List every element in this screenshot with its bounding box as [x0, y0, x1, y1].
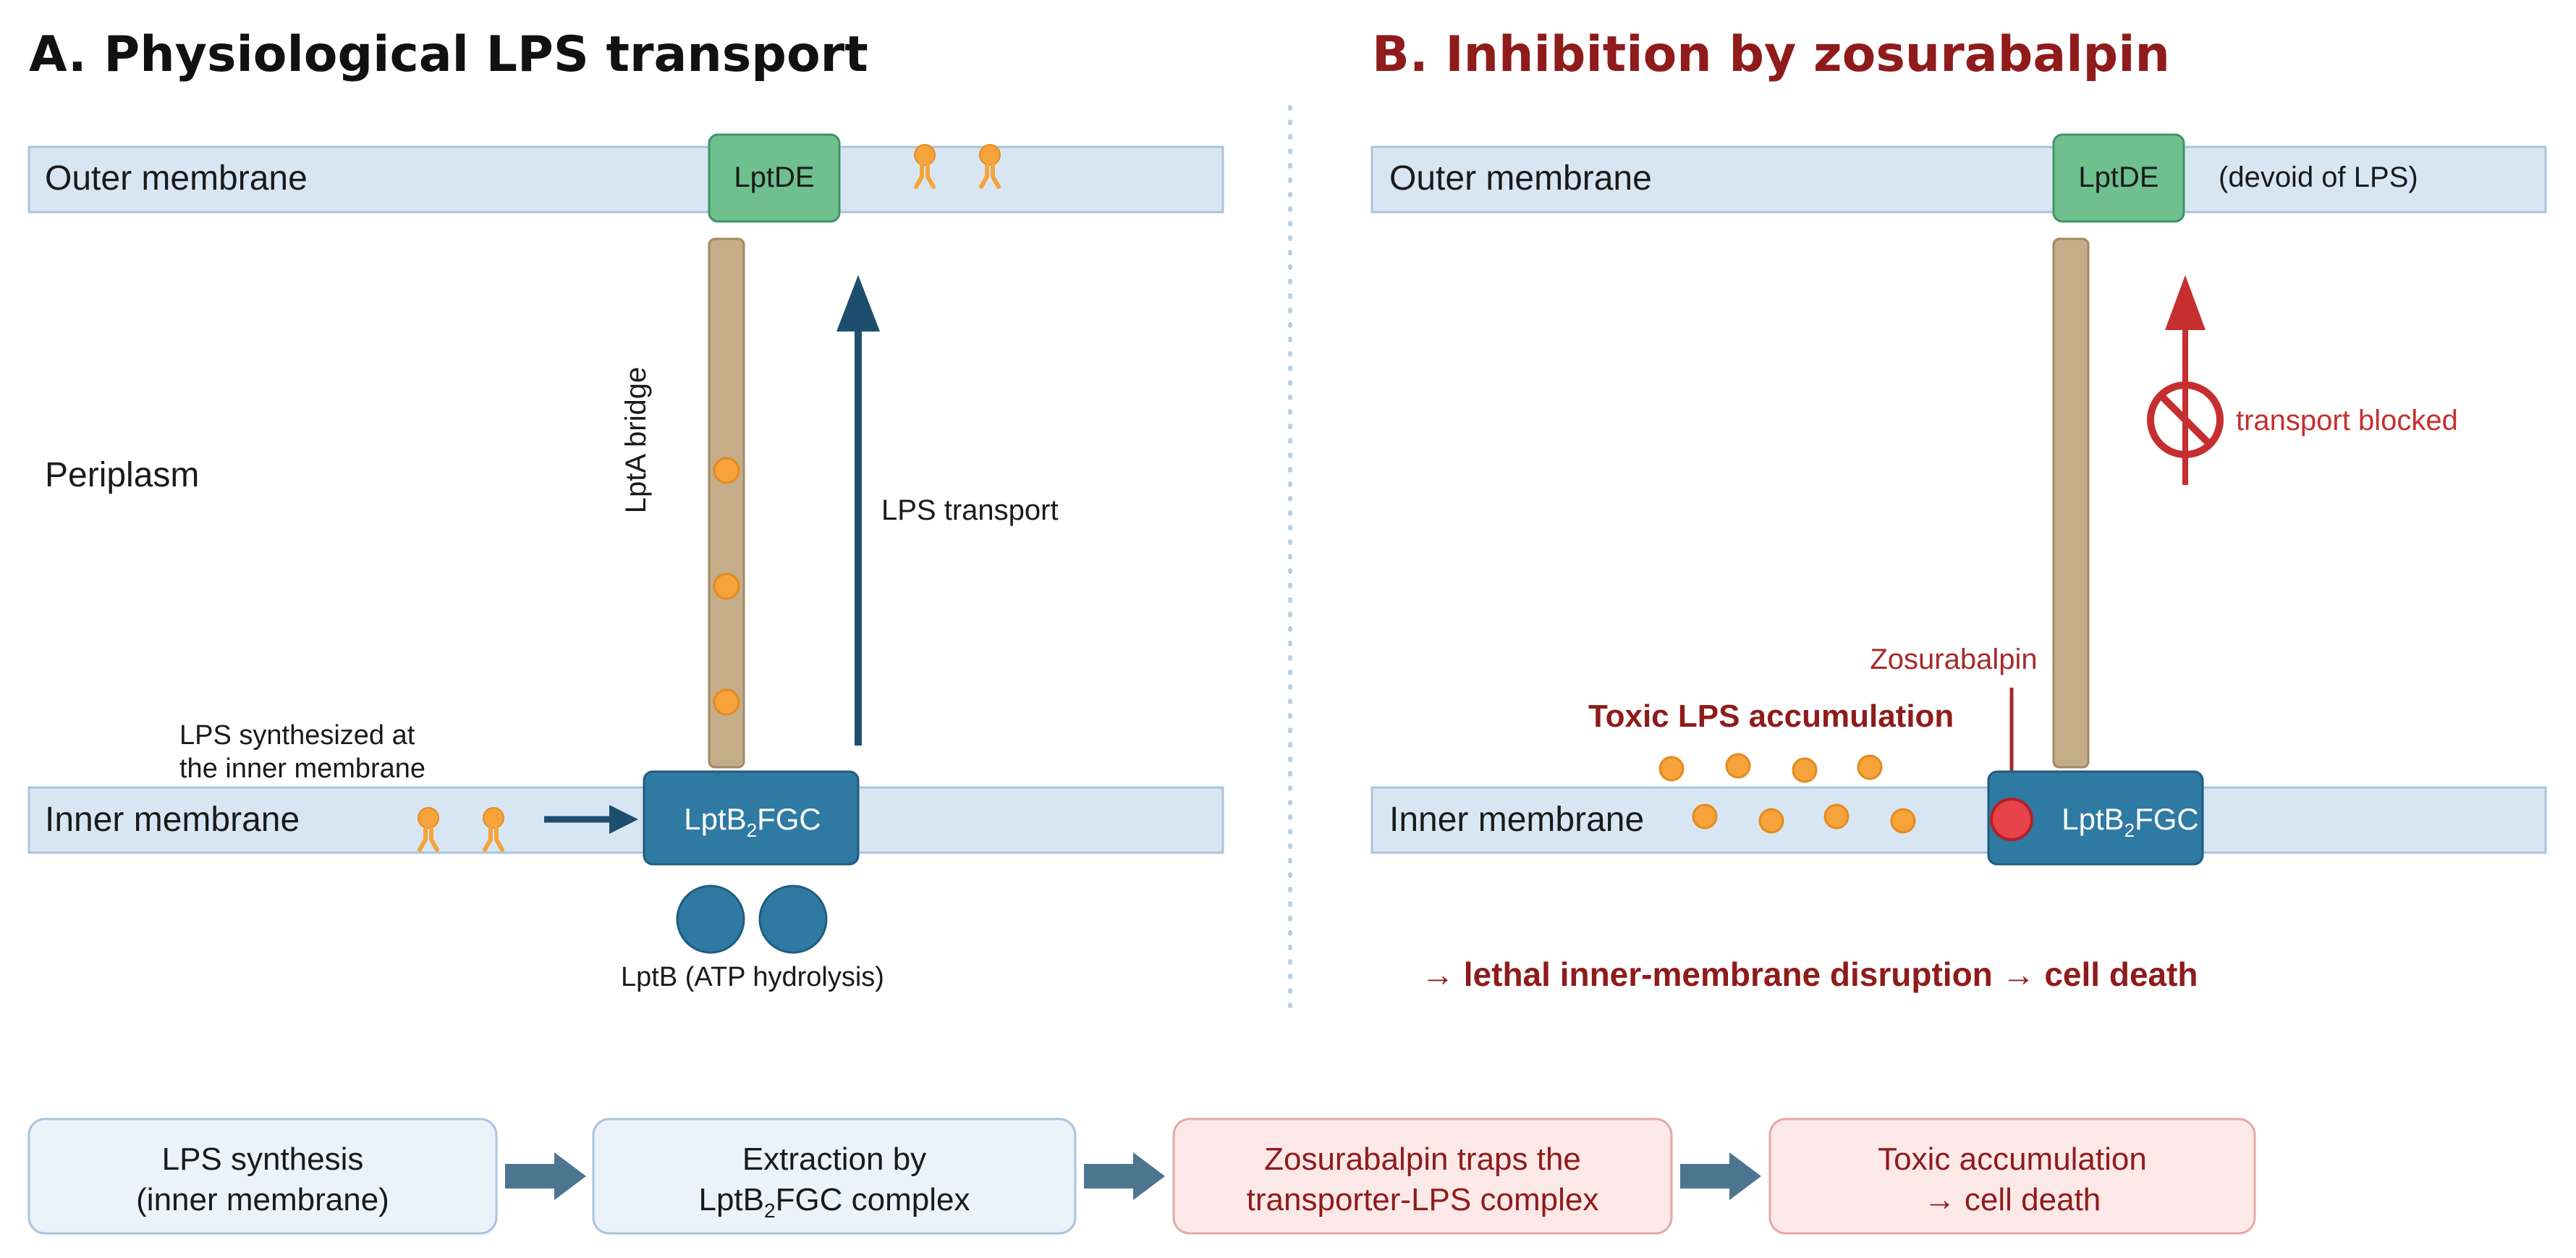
- flow-step-lps-synthesis: [27, 1118, 498, 1235]
- flow-step-2-line-1: Extraction by: [742, 1141, 926, 1177]
- lpta-bridge-label: LptA bridge: [620, 367, 652, 513]
- lptde-b-label: LptDE: [2078, 161, 2158, 193]
- lptde-a: [708, 133, 841, 223]
- lps-synthesized-label-2: the inner membrane: [179, 753, 425, 784]
- lps-transport-arrowhead: [836, 275, 880, 332]
- flow-arrow-2: [1084, 1152, 1165, 1200]
- lptb-subunit-icon: [676, 885, 745, 954]
- flow-step-3-line-1: Zosurabalpin traps the: [1264, 1141, 1581, 1177]
- lptde-b: [2052, 133, 2185, 223]
- lps-molecule-icon: [1692, 803, 1718, 829]
- lptb2fgc-b-label: LptB2FGC: [2062, 802, 2199, 841]
- transport-blocked-label: transport blocked: [2236, 405, 2458, 436]
- lethal-disruption-label: → lethal inner-membrane disruption → cel…: [1421, 955, 2198, 993]
- flow-step-2-line-2: LptB2FGC complex: [698, 1182, 970, 1222]
- lps-molecule-icon: [1758, 808, 1784, 834]
- flow-step-zosurabalpin-traps: [1172, 1118, 1673, 1235]
- flow-step-toxic-accumulation: [1768, 1118, 2256, 1235]
- lps-molecule-icon: [713, 688, 740, 716]
- lptb2fgc-a-label: LptB2FGC: [684, 802, 821, 841]
- lps-molecule-icon: [1823, 803, 1850, 829]
- lpta-bridge-b: [2052, 237, 2090, 769]
- extraction-arrowhead: [609, 805, 638, 834]
- lps-molecule-icon: [713, 573, 740, 600]
- outer-membrane-a: [27, 145, 1224, 214]
- lps-transport-label: LPS transport: [881, 494, 1059, 526]
- zosurabalpin-label: Zosurabalpin: [1870, 643, 2037, 675]
- periplasm-label: Periplasm: [45, 456, 199, 494]
- inner-membrane-b: [1370, 786, 2547, 854]
- lps-molecule-icon: [1725, 753, 1751, 779]
- zosurabalpin-molecule-icon: [1990, 798, 2033, 841]
- flow-step-1-line-2: (inner membrane): [136, 1182, 389, 1217]
- lps-molecule-icon: [1857, 754, 1883, 780]
- toxic-accumulation-label: Toxic LPS accumulation: [1588, 698, 1954, 734]
- panel-a-title: A. Physiological LPS transport: [29, 26, 868, 83]
- lps-molecule-icon: [1890, 808, 1916, 834]
- lptb-subunit-icon: [758, 885, 828, 954]
- devoid-of-lps-label: (devoid of LPS): [2219, 161, 2418, 193]
- outer-membrane-a-label: Outer membrane: [45, 159, 308, 198]
- outer-membrane-b: [1370, 145, 2547, 214]
- lptb-atp-label: LptB (ATP hydrolysis): [621, 962, 884, 992]
- flow-arrow-3: [1680, 1152, 1761, 1200]
- flow-step-4-line-2: → cell death: [1924, 1182, 2101, 1217]
- flow-step-1-line-1: LPS synthesis: [162, 1141, 364, 1177]
- lptb2fgc-complex-a: [643, 770, 860, 866]
- lptb2fgc-complex-b: [1987, 770, 2204, 866]
- lps-molecule-icon: [1658, 756, 1685, 782]
- flow-step-4-line-1: Toxic accumulation: [1878, 1141, 2147, 1177]
- prohibited-icon: [2147, 381, 2224, 458]
- panel-b-title: B. Inhibition by zosurabalpin: [1372, 26, 2170, 83]
- lps-molecule-icon: [713, 457, 740, 484]
- outer-membrane-b-label: Outer membrane: [1389, 159, 1652, 198]
- blocked-transport-arrowhead: [2165, 275, 2206, 330]
- lps-synthesized-label-1: LPS synthesized at: [179, 720, 415, 751]
- flow-step-extraction: [592, 1118, 1077, 1235]
- lpta-bridge-a: [708, 237, 745, 769]
- inner-membrane-a-label: Inner membrane: [45, 801, 300, 839]
- inner-membrane-b-label: Inner membrane: [1389, 801, 1644, 839]
- flow-step-3-line-2: transporter-LPS complex: [1247, 1182, 1599, 1217]
- lptde-a-label: LptDE: [734, 161, 814, 193]
- flow-arrow-1: [505, 1152, 586, 1200]
- lps-molecule-icon: [1792, 757, 1818, 783]
